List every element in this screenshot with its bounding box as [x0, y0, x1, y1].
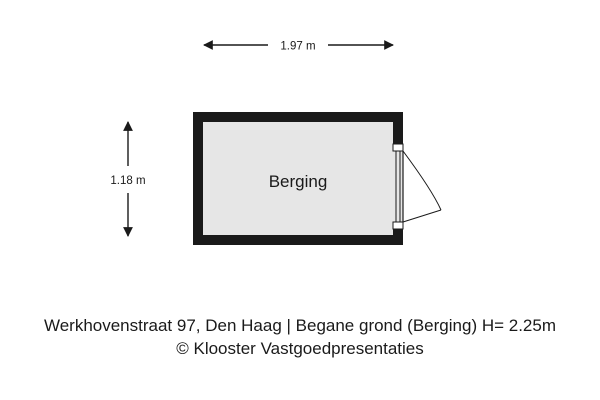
door-frame-top [392, 143, 404, 152]
door-swing-arc [402, 150, 442, 211]
room-floor [203, 122, 393, 235]
room-label: Berging [269, 172, 328, 191]
caption-credit: © Klooster Vastgoedpresentaties [176, 339, 424, 358]
door [392, 143, 442, 230]
height-dimension: 1.18 m [110, 121, 146, 237]
width-dimension-label: 1.97 m [280, 41, 315, 53]
door-opening [393, 144, 403, 229]
caption-address: Werkhovenstraat 97, Den Haag | Begane gr… [43, 316, 557, 335]
door-frame-bottom [392, 221, 404, 230]
width-dimension: 1.97 m [203, 40, 394, 53]
height-dimension-label: 1.18 m [110, 175, 145, 187]
floorplan-drawing: 1.97 m 1.18 m Berging [110, 40, 442, 245]
